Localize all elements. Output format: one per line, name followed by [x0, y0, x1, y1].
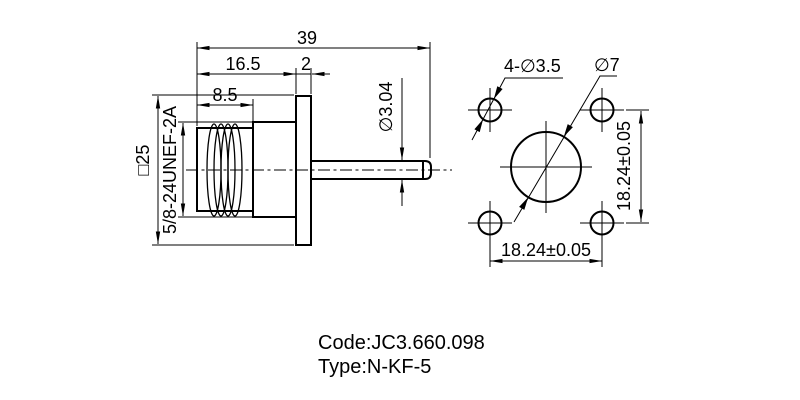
product-type: Type:N-KF-5 — [318, 356, 431, 378]
dim-pin-diameter-text: ∅3.04 — [376, 82, 396, 133]
dim-total-length-text: 39 — [297, 28, 317, 48]
leader-mounting-holes — [471, 77, 563, 141]
dim-flange-square-text: □25 — [133, 145, 153, 176]
front-view — [468, 88, 624, 245]
leader-mounting-holes-arrow-upper — [493, 86, 503, 100]
dim-center-hole-text: ∅7 — [594, 55, 620, 75]
front-view-dimensions: 4-∅3.5 ∅7 18.24±0.05 18.24±0.05 — [471, 55, 649, 267]
product-code: Code:JC3.660.098 — [318, 332, 485, 354]
thread-spec-text: 5/8-24UNEF-2A — [160, 106, 180, 234]
flange-side-outline — [295, 95, 312, 246]
leader-mounting-holes-arrow-lower — [474, 119, 484, 133]
dim-mounting-holes-text: 4-∅3.5 — [504, 56, 561, 76]
side-view-dimensions: 39 16.5 2 8.5 □25 5/8-24UNEF-2A — [133, 28, 431, 246]
mounting-hole-bottom-left — [468, 201, 512, 245]
side-view — [186, 95, 452, 246]
footer: Code:JC3.660.098 Type:N-KF-5 — [318, 332, 485, 378]
dim-hole-spacing-v-text: 18.24±0.05 — [614, 121, 634, 211]
leader-center-hole-arrow-upper — [563, 124, 573, 137]
leader-center-hole — [513, 75, 617, 223]
thread-illustration — [206, 123, 243, 217]
dim-front-length-text: 16.5 — [225, 54, 260, 74]
terminal-pin-outline — [311, 160, 432, 180]
dim-hole-spacing-h-text: 18.24±0.05 — [501, 240, 591, 260]
mounting-hole-top-left — [468, 88, 512, 132]
dim-flange-thickness-text: 2 — [301, 54, 311, 74]
mounting-hole-top-right — [580, 88, 624, 132]
mounting-hole-bottom-right — [580, 201, 624, 245]
leader-center-hole-arrow-lower — [519, 197, 529, 210]
